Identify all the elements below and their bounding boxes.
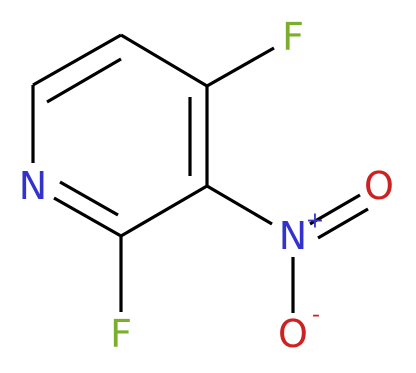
- fluorine-bottom-label: F: [110, 312, 132, 356]
- bond-c3-nitro: [206, 184, 273, 226]
- oxygen-minus-label: O: [278, 312, 308, 356]
- bond-c2-n1: [53, 196, 122, 238]
- oxygen-minus-charge: -: [312, 303, 320, 328]
- ring-nitrogen-label: N: [19, 164, 47, 208]
- atom-labels: N F F N + O O -: [19, 15, 394, 356]
- bonds: [31, 33, 369, 313]
- nitro-nitrogen-charge: +: [306, 209, 324, 234]
- bond-c6-c5: [32, 33, 122, 87]
- fluorine-top-label: F: [282, 15, 304, 59]
- bond-c5-c4: [120, 33, 208, 88]
- bond-c6-c5-inner: [46, 57, 122, 104]
- bond-nitro-o-double-2: [317, 207, 369, 240]
- bond-nitro-o-double: [309, 193, 361, 226]
- bond-c2-n1-inner: [59, 180, 119, 217]
- oxygen-double-label: O: [364, 164, 394, 208]
- bond-c3-c2: [120, 184, 208, 238]
- nitro-nitrogen-label: N: [279, 214, 307, 258]
- bond-c4-f: [206, 46, 275, 88]
